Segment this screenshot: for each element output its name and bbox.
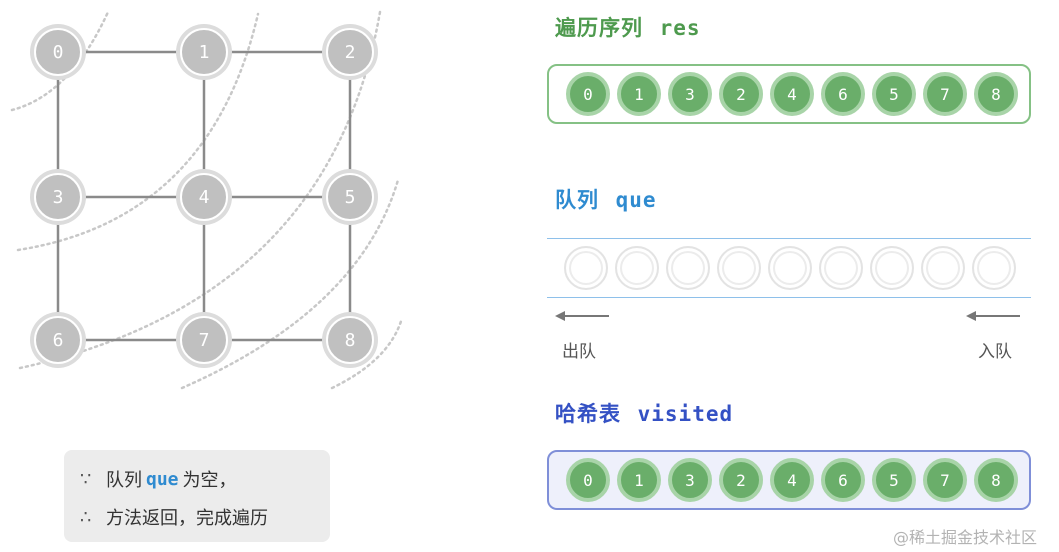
- graph-node-4: 4: [176, 169, 232, 225]
- visited-item: 5: [872, 458, 916, 502]
- frontier-arc-2: [18, 10, 382, 370]
- visited-item: 4: [770, 458, 814, 502]
- graph-node-0: 0: [30, 24, 86, 80]
- queue-empty-slot: [615, 246, 659, 290]
- visited-item: 8: [974, 458, 1018, 502]
- queue-empty-slot: [666, 246, 710, 290]
- graph-node-label: 2: [345, 42, 356, 63]
- graph-node-label: 0: [53, 42, 64, 63]
- graph-node-label: 1: [199, 42, 210, 63]
- graph-node-1: 1: [176, 24, 232, 80]
- queue-empty-slot: [819, 246, 863, 290]
- res-item: 1: [617, 72, 661, 116]
- queue-empty-slot: [870, 246, 914, 290]
- res-item: 0: [566, 72, 610, 116]
- res-item: 4: [770, 72, 814, 116]
- graph-node-8: 8: [322, 312, 378, 368]
- because-symbol: ∵: [80, 468, 92, 490]
- visited-item: 7: [923, 458, 967, 502]
- visited-item: 3: [668, 458, 712, 502]
- therefore-symbol: ∴: [80, 506, 92, 528]
- queue-code: que: [146, 468, 179, 490]
- queue-container: [547, 238, 1031, 298]
- dequeue-arrow-icon: [555, 311, 609, 321]
- res-item: 7: [923, 72, 967, 116]
- graph-node-label: 6: [53, 330, 64, 351]
- res-item: 5: [872, 72, 916, 116]
- res-title: 遍历序列 res: [555, 16, 701, 40]
- queue-empty-slot: [972, 246, 1016, 290]
- graph-node-2: 2: [322, 24, 378, 80]
- graph-node-7: 7: [176, 312, 232, 368]
- res-item: 2: [719, 72, 763, 116]
- graph-node-6: 6: [30, 312, 86, 368]
- enqueue-label: 入队: [978, 342, 1012, 362]
- graph-node-label: 8: [345, 330, 356, 351]
- dequeue-label: 出队: [562, 342, 596, 362]
- visited-title: 哈希表 visited: [555, 402, 734, 426]
- graph-diagram: 0 1 2 3 4 5 6 7 8: [10, 10, 404, 390]
- enqueue-arrow-icon: [966, 311, 1020, 321]
- visited-item: 6: [821, 458, 865, 502]
- graph-node-5: 5: [322, 169, 378, 225]
- bfs-frontier-arcs: [10, 10, 404, 390]
- visited-item: 0: [566, 458, 610, 502]
- graph-node-label: 7: [199, 330, 210, 351]
- res-item: 6: [821, 72, 865, 116]
- que-title: 队列 que: [555, 188, 657, 212]
- visited-item: 1: [617, 458, 661, 502]
- graph-node-label: 5: [345, 187, 356, 208]
- frontier-arc-3: [180, 178, 400, 390]
- res-item: 8: [974, 72, 1018, 116]
- frontier-arc-1: [16, 12, 260, 252]
- watermark: @稀土掘金技术社区: [893, 528, 1038, 547]
- res-item: 3: [668, 72, 712, 116]
- note-line-2: ∴方法返回，完成遍历: [80, 506, 268, 530]
- graph-node-label: 4: [199, 187, 210, 208]
- graph-nodes: 0 1 2 3 4 5 6 7 8: [30, 24, 378, 368]
- visited-item: 2: [719, 458, 763, 502]
- graph-node-3: 3: [30, 169, 86, 225]
- graph-node-label: 3: [53, 187, 64, 208]
- frontier-arc-4: [330, 316, 404, 390]
- queue-empty-slot: [564, 246, 608, 290]
- queue-empty-slot: [768, 246, 812, 290]
- queue-empty-slot: [717, 246, 761, 290]
- queue-empty-slot: [921, 246, 965, 290]
